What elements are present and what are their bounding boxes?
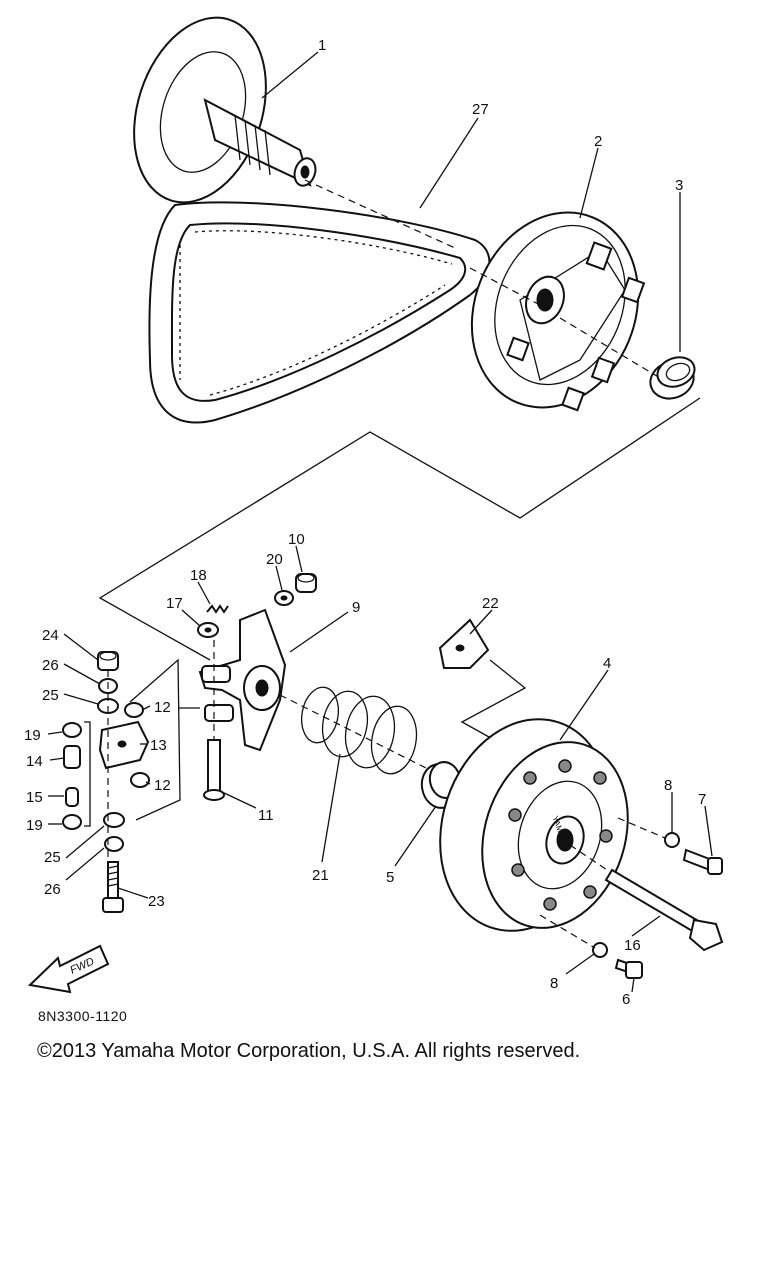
- callout-12: 12: [154, 699, 171, 716]
- part-4-clutch-housing: YAMAHA: [439, 718, 629, 932]
- copyright-notice: ©2013 Yamaha Motor Corporation, U.S.A. A…: [37, 1040, 581, 1062]
- part-1-sheave: [133, 16, 317, 204]
- parts-diagram: YAMAHA: [24, 16, 724, 1008]
- part-19-washer-lower: [62, 814, 82, 830]
- part-12-washer-upper: [124, 702, 144, 718]
- callout-5: 5: [386, 869, 394, 886]
- callout-25: 25: [44, 849, 61, 866]
- part-14-collar: [63, 745, 81, 769]
- callout-27: 27: [472, 101, 489, 118]
- part-17-washer: [197, 622, 219, 638]
- callout-labels: 1 27 2 3 10 20 18 17 9 22 24 26 25 12 19…: [24, 37, 706, 1008]
- part-11-pin: [203, 739, 225, 801]
- callout-22: 22: [482, 595, 499, 612]
- part-27-belt: [148, 201, 491, 424]
- part-23-bolt: [102, 861, 124, 913]
- part-12-washer-lower: [130, 772, 150, 788]
- part-3-bushing: [649, 356, 696, 400]
- callout-6: 6: [622, 991, 630, 1008]
- callout-26: 26: [42, 657, 59, 674]
- callout-2: 2: [594, 133, 602, 150]
- part-8-washer-upper: [664, 832, 680, 848]
- callout-16: 16: [624, 937, 641, 954]
- callout-26: 26: [44, 881, 61, 898]
- callout-7: 7: [698, 791, 706, 808]
- callout-8: 8: [664, 777, 672, 794]
- part-15-pin: [65, 787, 79, 807]
- part-25-washer-lower: [103, 812, 125, 828]
- part-20-washer: [274, 590, 294, 606]
- callout-21: 21: [312, 867, 329, 884]
- callout-4: 4: [603, 655, 611, 672]
- callout-19: 19: [24, 727, 41, 744]
- callout-12: 12: [154, 777, 171, 794]
- part-13-weight-block: [98, 720, 150, 770]
- callout-10: 10: [288, 531, 305, 548]
- callout-25: 25: [42, 687, 59, 704]
- callout-15: 15: [26, 789, 43, 806]
- diagram-code: 8N3300-1120: [38, 1008, 128, 1024]
- part-16-bolt: [604, 868, 724, 952]
- part-21-spring: [300, 686, 418, 775]
- part-22-weight: [438, 618, 490, 669]
- part-19-washer-upper: [62, 722, 82, 738]
- callout-23: 23: [148, 893, 165, 910]
- callout-11: 11: [258, 807, 274, 824]
- part-8-washer-lower: [592, 942, 608, 958]
- callout-20: 20: [266, 551, 283, 568]
- part-26-washer-lower: [104, 836, 124, 852]
- callout-9: 9: [352, 599, 360, 616]
- callout-13: 13: [150, 737, 167, 754]
- part-9-spider: [198, 608, 287, 752]
- part-2-housing: [470, 211, 646, 412]
- callout-17: 17: [166, 595, 183, 612]
- part-6-bolt: [614, 958, 643, 979]
- callout-8: 8: [550, 975, 558, 992]
- callout-3: 3: [675, 177, 683, 194]
- callout-18: 18: [190, 567, 207, 584]
- callout-1: 1: [318, 37, 326, 54]
- callout-19: 19: [26, 817, 43, 834]
- part-18-spring: [206, 604, 229, 614]
- part-24-nut: [97, 651, 119, 671]
- callout-14: 14: [26, 753, 43, 770]
- fwd-arrow-icon: FWD: [27, 944, 110, 994]
- part-10-cap: [295, 573, 317, 593]
- leader-lines: [47, 51, 713, 993]
- callout-24: 24: [42, 627, 59, 644]
- part-7-bolt: [682, 848, 723, 875]
